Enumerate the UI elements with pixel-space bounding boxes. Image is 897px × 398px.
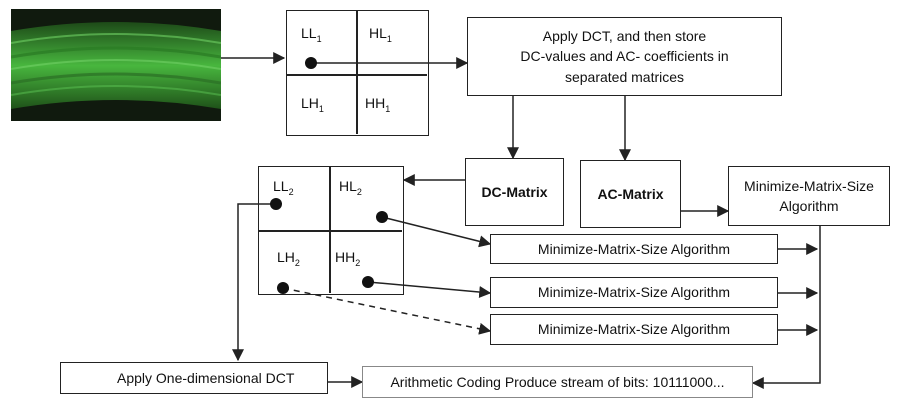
apply-1d-dct-label: Apply One-dimensional DCT [117,369,295,386]
subband-hl2: HL2 [339,178,362,197]
minimize-algorithm-label: Minimize-Matrix-Size Algorithm [537,284,731,301]
ac-matrix-label: AC-Matrix [597,185,664,202]
apply-dct-line2: DC-values and AC- coefficients in [520,48,729,65]
minimize-algorithm-box-1: Minimize-Matrix-Size Algorithm [490,234,778,264]
input-image [11,9,221,121]
apply-1d-dct-box: Apply One-dimensional DCT [60,362,328,394]
apply-dct-line1: Apply DCT, and then store [542,28,707,45]
apply-dct-box: Apply DCT, and then store DC-values and … [467,17,782,96]
minimize-algorithm-box-3: Minimize-Matrix-Size Algorithm [490,314,778,345]
minimize-algorithm-label: Minimize-Matrix-Size Algorithm [537,240,731,257]
minimize-algorithm-label: Minimize-Matrix-Size Algorithm [537,321,731,338]
minimize-side-line1: Minimize-Matrix-Size [744,177,874,194]
subband-ll2: LL2 [273,178,294,197]
dc-matrix-label: DC-Matrix [481,183,548,200]
minimize-matrix-size-side-box: Minimize-Matrix-Size Algorithm [728,166,890,226]
subband-lh1: LH1 [301,95,324,114]
minimize-algorithm-box-2: Minimize-Matrix-Size Algorithm [490,277,778,308]
subband-lh2: LH2 [277,249,300,268]
subband-hh2: HH2 [335,249,361,268]
subband-hh1: HH1 [365,95,391,114]
striped-texture-image [11,9,221,121]
apply-dct-line3: separated matrices [564,68,685,85]
subband-ll1: LL1 [301,25,322,44]
minimize-side-line2: Algorithm [779,198,839,214]
arithmetic-coding-box: Arithmetic Coding Produce stream of bits… [362,366,753,398]
ac-matrix-box: AC-Matrix [580,160,681,228]
level1-subband-grid: LL1 HL1 LH1 HH1 [286,10,429,136]
level2-subband-grid: LL2 HL2 LH2 HH2 [258,166,404,295]
subband-hl1: HL1 [369,25,392,44]
arithmetic-coding-label: Arithmetic Coding Produce stream of bits… [390,373,725,390]
dc-matrix-box: DC-Matrix [465,158,564,226]
